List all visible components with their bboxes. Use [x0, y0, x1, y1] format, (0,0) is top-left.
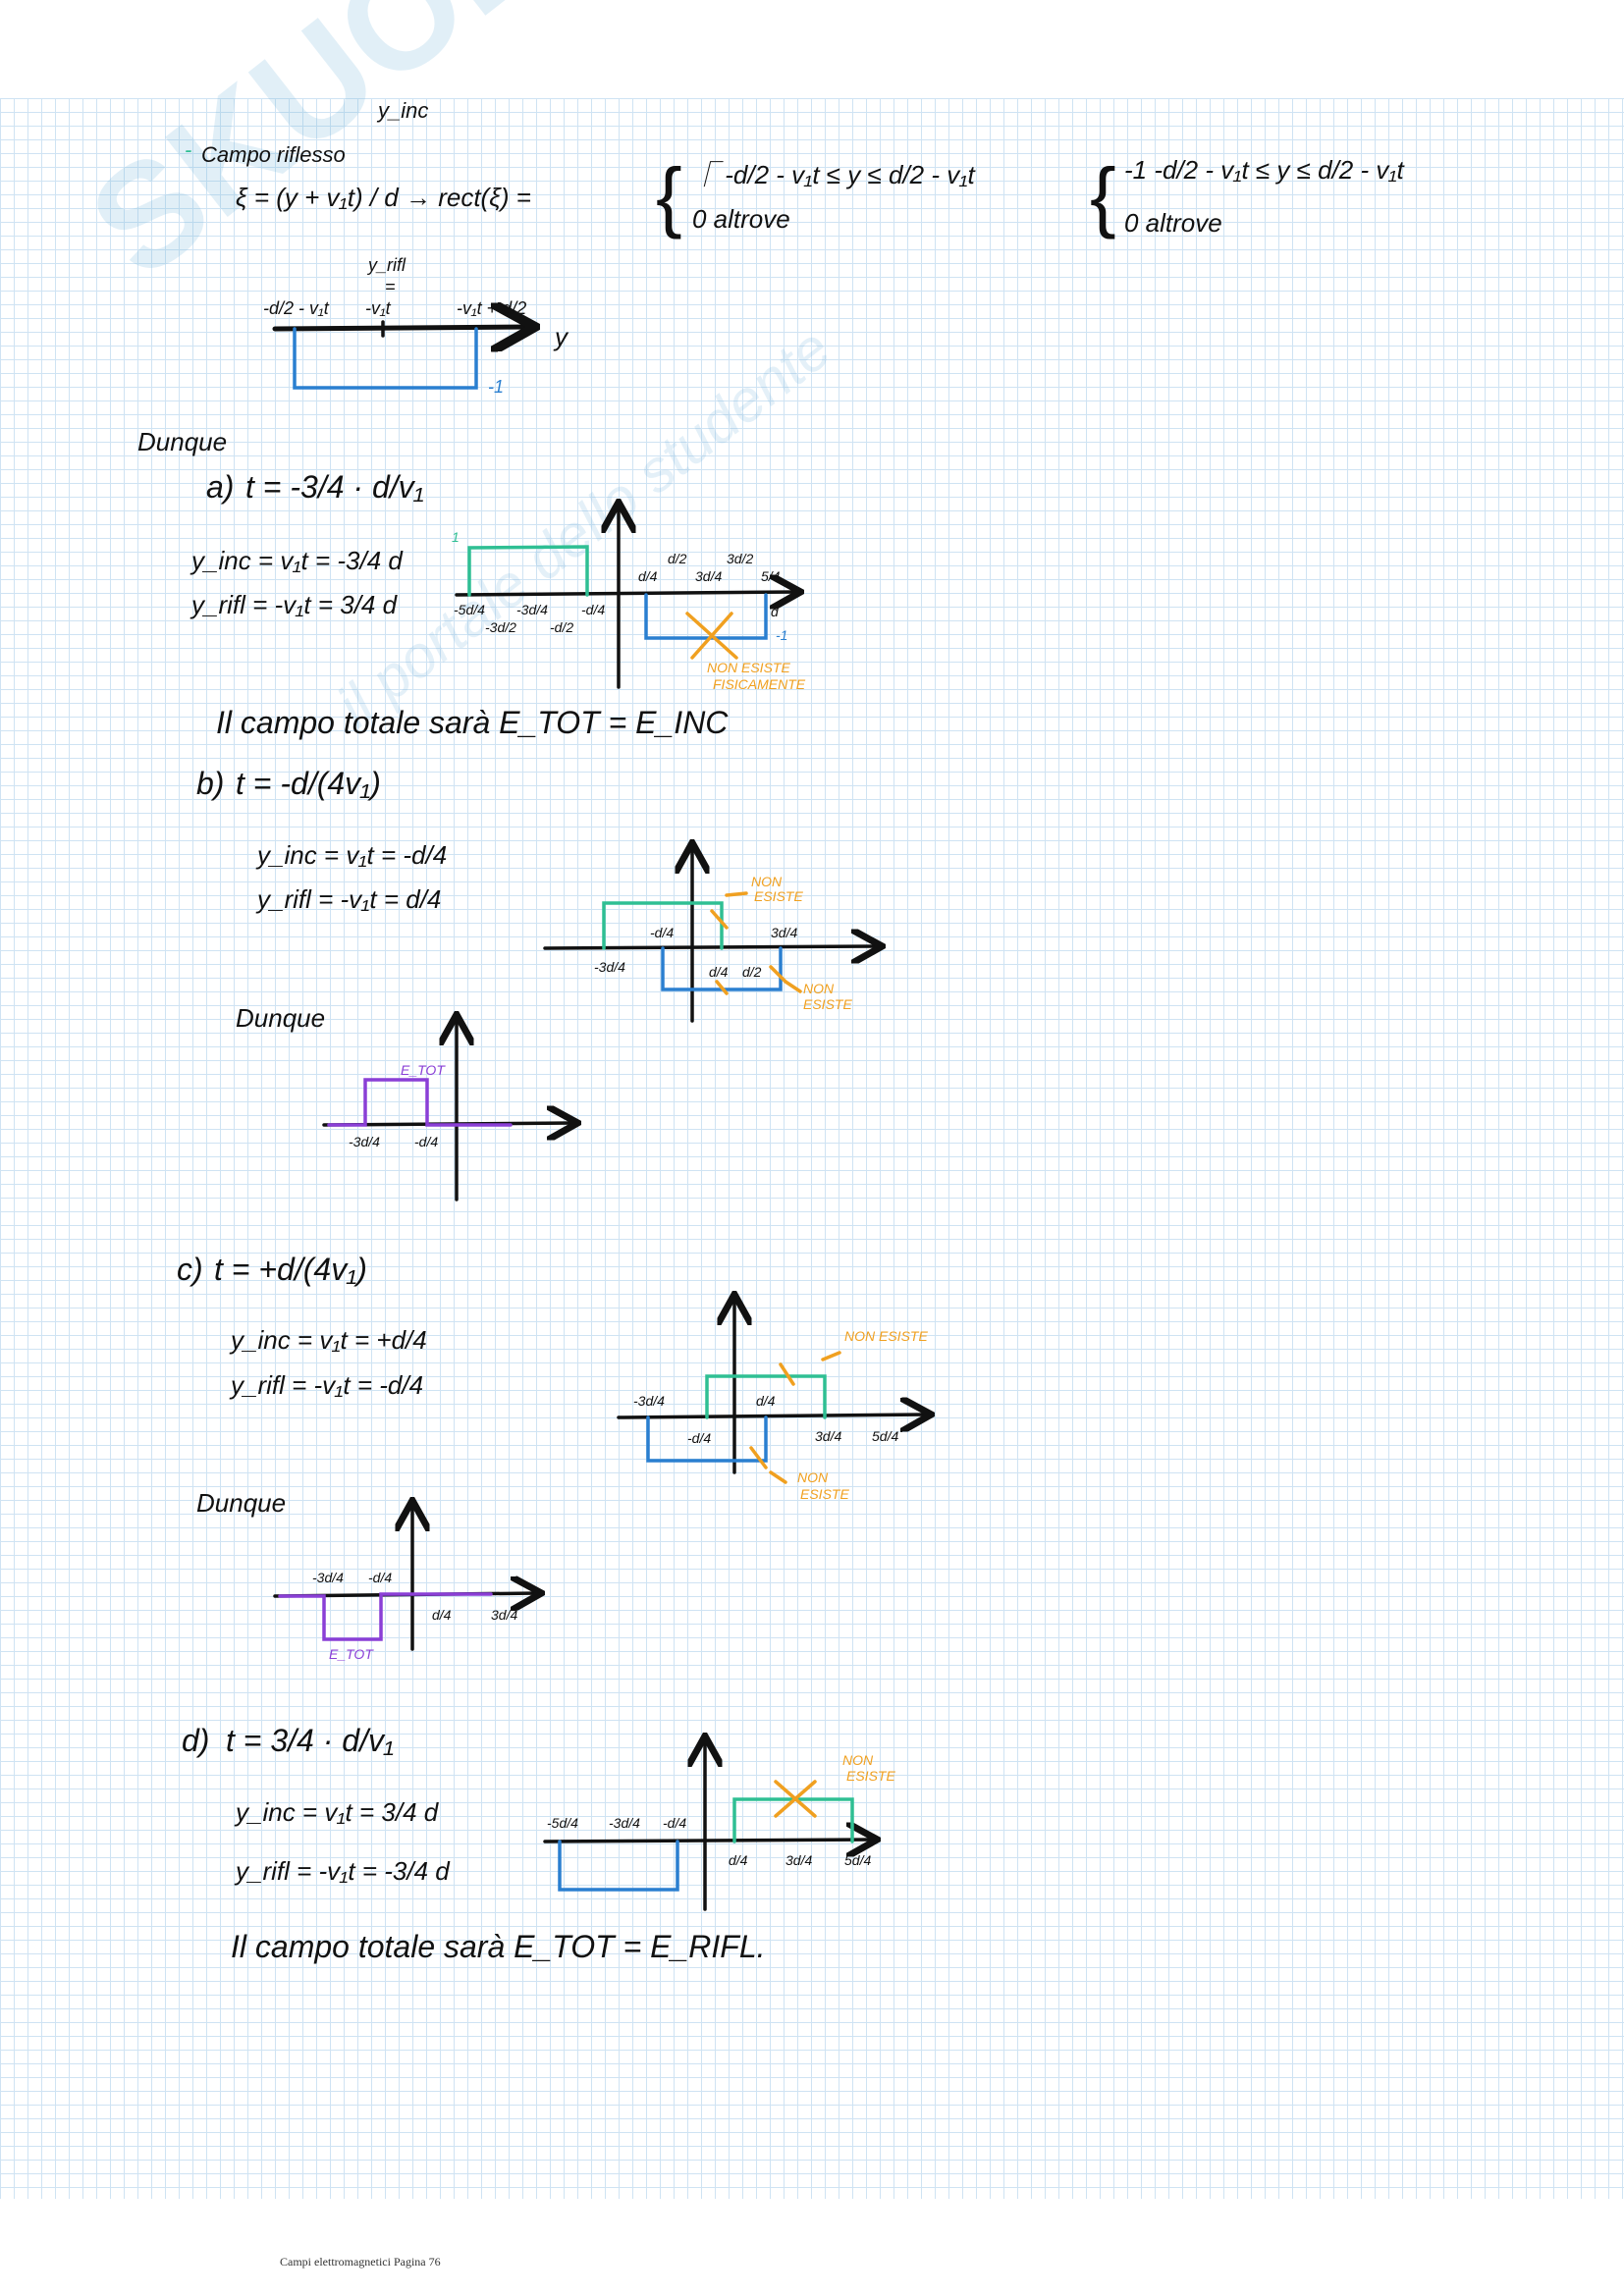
brace: {: [1090, 152, 1116, 240]
rect-axis-label: y: [553, 322, 569, 351]
sketch-label: -3d/2: [485, 619, 516, 635]
sketch-label: 3d/4: [771, 925, 797, 940]
dunque-label: Dunque: [236, 1003, 326, 1033]
case-a-label: a): [206, 469, 235, 505]
graph-b-labels: -3d/4 -d/4 d/4 d/2 3d/4 NON ESISTE NON E…: [349, 874, 852, 1149]
sketch-label: NON ESISTE: [707, 660, 790, 675]
sketch-label: -d/4: [687, 1430, 711, 1446]
graph-c-total: [273, 1504, 538, 1651]
formula-case2: 0 altrove: [692, 204, 790, 234]
sketch-label: -3d/4: [349, 1134, 380, 1149]
sketch-label: ESISTE: [846, 1768, 895, 1784]
graph-a-labels: 1 -5d/4 -3d/2 -3d/4 -d/2 -d/4 d/4 d/2 3d…: [452, 529, 806, 692]
sketch-label: d/2: [668, 551, 687, 566]
sketch-label: NON ESISTE: [844, 1328, 928, 1344]
sketch-label: -3d/4: [594, 959, 625, 975]
sketch-label: NON: [803, 981, 835, 996]
sketch-label: E_TOT: [329, 1646, 374, 1662]
dunque-label: Dunque: [137, 427, 228, 456]
sketch-label: -d/4: [414, 1134, 438, 1149]
rect-diagram: [272, 322, 530, 390]
sketch-label: d/2: [742, 964, 762, 980]
rect-right-label: -v₁t + d/2: [457, 298, 526, 318]
sketch-label: NON: [842, 1752, 874, 1768]
sketch-label: -5d/4: [454, 602, 485, 617]
case-c-yrifl: y_rifl = -v₁t = -d/4: [231, 1370, 424, 1400]
case-c-time: t = +d/(4v₁): [214, 1252, 367, 1287]
sketch-label: NON: [797, 1469, 829, 1485]
sketch-label: -3d/4: [516, 602, 548, 617]
graph-d-labels: -5d/4 -3d/4 -d/4 d/4 3d/4 5d/4 NON ESIST…: [547, 1752, 895, 1868]
formula-case1: ⎾ -d/2 - v₁t ≤ y ≤ d/2 - v₁t: [692, 160, 975, 189]
sketch-label: -3d/4: [312, 1570, 344, 1585]
section-title: Campo riflesso: [201, 142, 346, 167]
sketch-label: ESISTE: [754, 888, 803, 904]
grid-paper-background: [0, 98, 1624, 2199]
formula-xi: ξ = (y + v₁t) / d → rect(ξ) =: [236, 183, 531, 212]
graph-c-labels: -3d/4 -d/4 d/4 3d/4 5d/4 NON ESISTE NON …: [312, 1328, 928, 1662]
case-a-yinc: y_inc = v₁t = -3/4 d: [191, 546, 403, 575]
sketch-label: -d/4: [368, 1570, 392, 1585]
sketch-label: d/4: [709, 964, 729, 980]
brace: {: [656, 152, 682, 240]
sketch-label: d/4: [729, 1852, 748, 1868]
rect-mid-label: -v₁t: [365, 298, 392, 318]
case-b-time: t = -d/(4v₁): [236, 766, 381, 801]
sketch-label: -3d/4: [633, 1393, 665, 1409]
case-b-yrifl: y_rifl = -v₁t = d/4: [257, 884, 442, 914]
case-d-label: d): [182, 1723, 210, 1758]
sketch-label: -d/4: [663, 1815, 686, 1831]
graph-d: [543, 1739, 874, 1911]
sketch-label: 5d/4: [844, 1852, 871, 1868]
case-b-label: b): [196, 766, 225, 801]
dunque-label: Dunque: [196, 1488, 287, 1518]
sketch-label: -3d/4: [609, 1815, 640, 1831]
sketch-label: d/4: [638, 568, 658, 584]
sketch-label: 5/4: [761, 568, 781, 584]
rect-top-label: y_rifl: [366, 255, 406, 275]
graph-b-total: [322, 1018, 574, 1201]
case-d-time: t = 3/4 · d/v₁: [226, 1723, 395, 1758]
rect-left-label: -d/2 - v₁t: [263, 298, 330, 318]
sketch-label: E_TOT: [401, 1062, 446, 1078]
sketch-label: -1: [776, 627, 787, 643]
sketch-label: FISICAMENTE: [713, 676, 806, 692]
sketch-label: -d/2: [550, 619, 573, 635]
graph-b: [543, 846, 879, 1023]
graph-c: [617, 1298, 928, 1484]
formula-case4: 0 altrove: [1124, 208, 1222, 238]
sketch-label: d: [771, 604, 780, 619]
sketch-label: 3d/4: [491, 1607, 517, 1623]
sketch-label: ESISTE: [800, 1486, 849, 1502]
page-footer: Campi elettromagnetici Pagina 76: [280, 2255, 441, 2269]
sketch-label: 1: [452, 529, 460, 545]
case-c-label: c): [177, 1252, 203, 1287]
sketch-label: ESISTE: [803, 996, 852, 1012]
bullet: -: [185, 137, 192, 162]
sketch-label: d/4: [756, 1393, 776, 1409]
case-d-conclusion: Il campo totale sarà E_TOT = E_RIFL.: [231, 1929, 766, 1964]
sketch-label: d/4: [432, 1607, 452, 1623]
sketch-label: 3d/4: [815, 1428, 841, 1444]
sketch-label: 3d/4: [695, 568, 722, 584]
case-a-yrifl: y_rifl = -v₁t = 3/4 d: [191, 590, 398, 619]
case-a-conclusion: Il campo totale sarà E_TOT = E_INC: [216, 705, 729, 740]
sketch-label: -5d/4: [547, 1815, 578, 1831]
sketch-label: 5d/4: [872, 1428, 898, 1444]
case-c-yinc: y_inc = v₁t = +d/4: [231, 1325, 427, 1355]
formula-case3: -1 -d/2 - v₁t ≤ y ≤ d/2 - v₁t: [1124, 155, 1404, 185]
rect-value: -1: [488, 377, 504, 397]
case-d-yinc: y_inc = v₁t = 3/4 d: [236, 1797, 439, 1827]
case-b-yinc: y_inc = v₁t = -d/4: [257, 840, 448, 870]
sketch-label: -d/4: [650, 925, 674, 940]
sketch-label: 3d/2: [727, 551, 753, 566]
sketch-label: 3d/4: [785, 1852, 812, 1868]
header-fragment: y_inc: [378, 98, 429, 123]
sketch-label: -d/4: [581, 602, 605, 617]
case-d-yrifl: y_rifl = -v₁t = -3/4 d: [236, 1856, 450, 1886]
sketch-label: NON: [751, 874, 783, 889]
rect-eq: =: [385, 277, 396, 296]
case-a-time: t = -3/4 · d/v₁: [245, 469, 424, 505]
graph-a: [455, 506, 797, 689]
